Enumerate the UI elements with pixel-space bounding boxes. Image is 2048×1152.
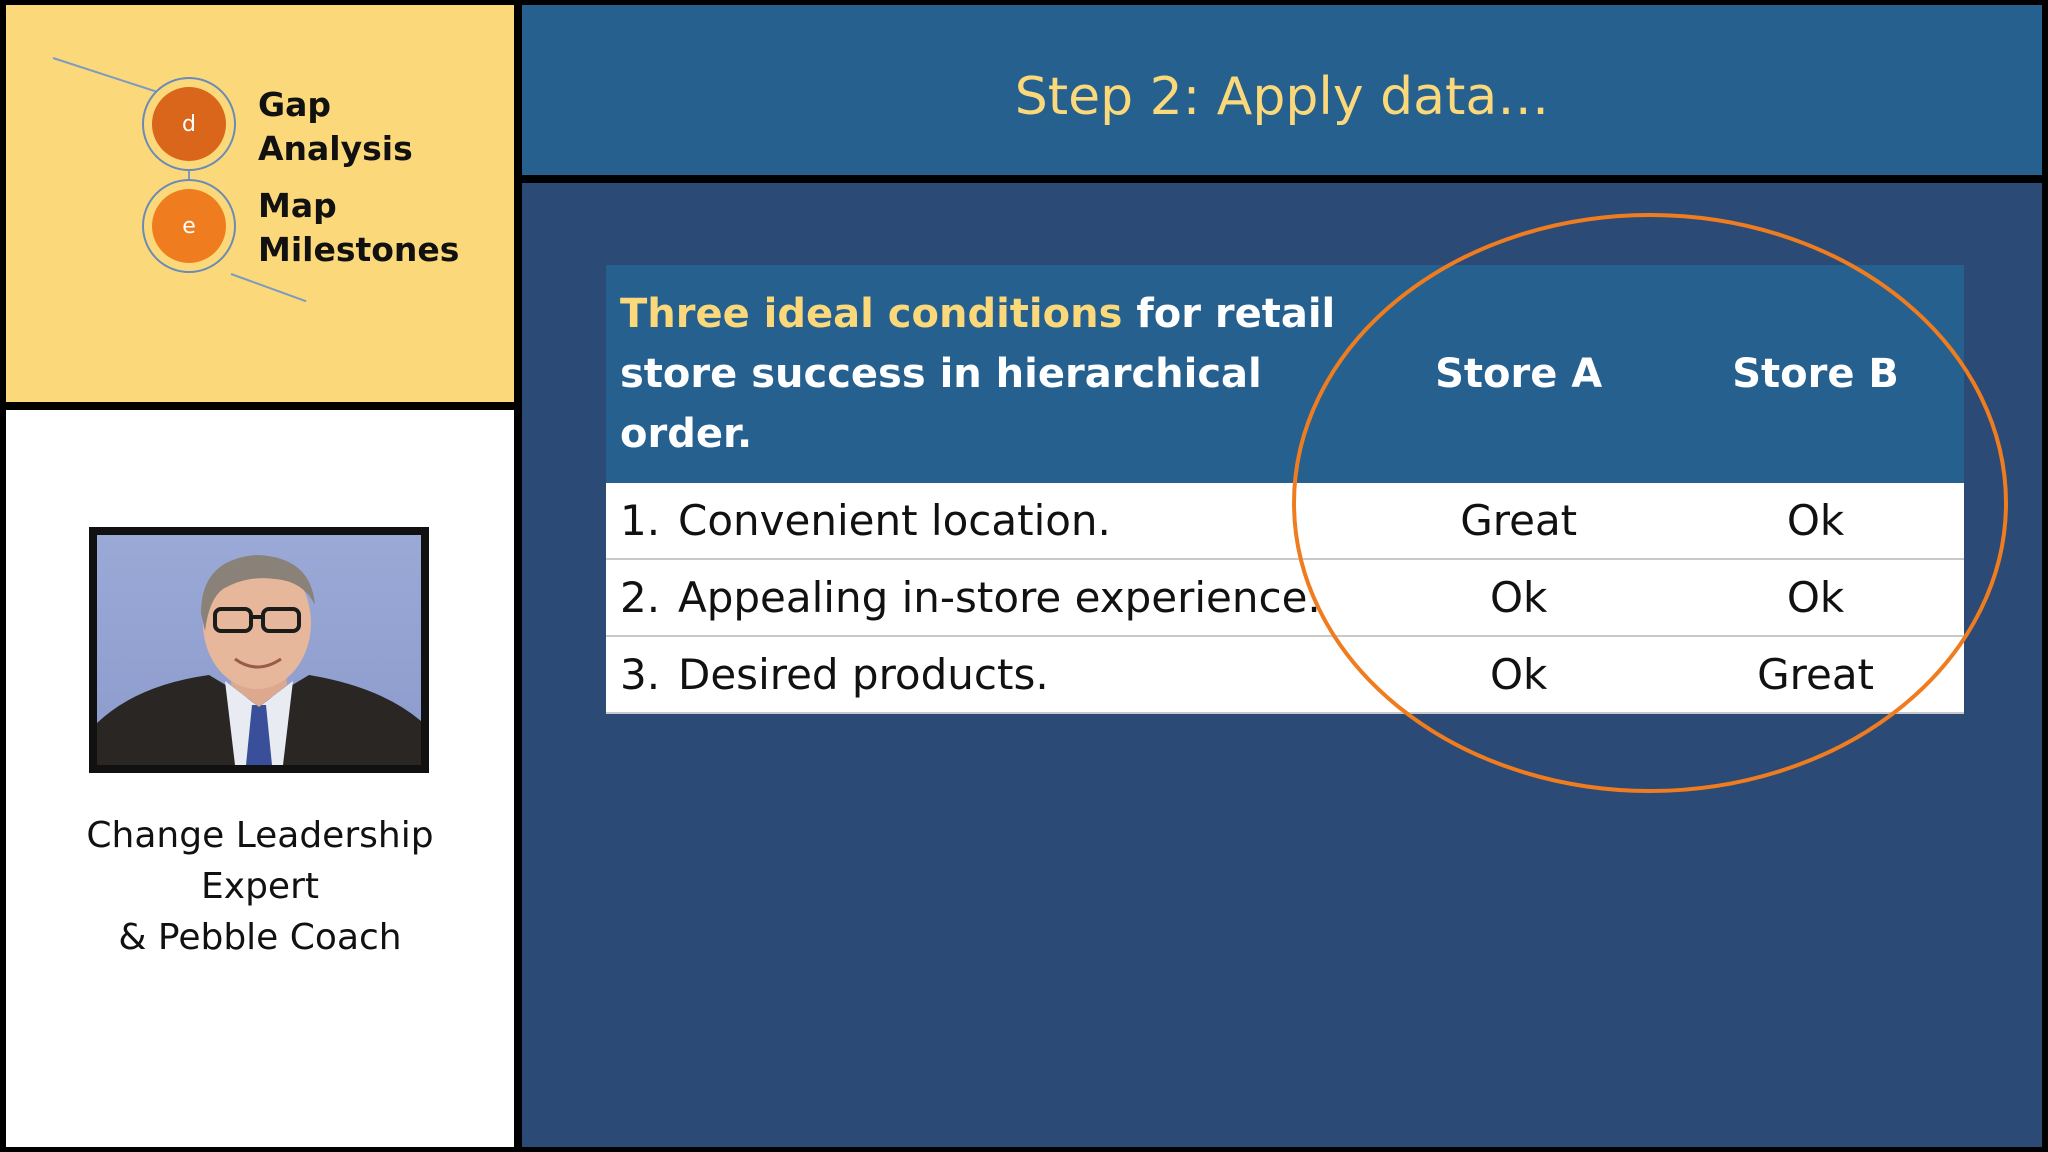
presenter-photo-frame [89,527,429,773]
condition-text: Appealing in-store experience. [678,573,1321,622]
store-a-rating: Ok [1370,636,1668,714]
condition-cell: 1. Convenient location. [606,483,1371,560]
presenter-portrait-graphic [97,555,421,765]
condition-text: Convenient location. [678,496,1111,545]
condition-text: Desired products. [678,650,1049,699]
condition-cell: 2. Appealing in-store experience. [606,559,1371,637]
presenter-panel: Change Leadership Expert & Pebble Coach [6,410,514,1147]
presenter-caption: Change Leadership Expert & Pebble Coach [86,815,434,958]
condition-cell: 3. Desired products. [606,636,1371,714]
step-gap-analysis-label: Gap Analysis [258,85,413,168]
header-conditions-rest: for retail store success in hierarchical… [620,291,1336,457]
slide-title-bar: Step 2: Apply data… [522,5,2042,175]
header-conditions: Three ideal conditions for retail store … [606,265,1371,483]
row-number: 3. [620,650,661,699]
connector-line-bottom [230,273,307,303]
header-conditions-highlight: Three ideal conditions [620,291,1123,337]
step-map-milestones: e [142,179,236,273]
header-store-a: Store A [1370,265,1668,483]
slide-title: Step 2: Apply data… [1014,67,1550,127]
step-gap-analysis: d [142,77,236,171]
store-b-rating: Great [1667,636,1964,714]
table-header-row: Three ideal conditions for retail store … [606,265,1964,483]
step-map-milestones-label: Map Milestones [258,186,460,269]
table-row: 1. Convenient location. Great Ok [606,483,1964,560]
row-number: 1. [620,496,661,545]
store-b-rating: Ok [1667,483,1964,560]
row-number: 2. [620,573,661,622]
step-e-badge: e [152,189,226,263]
navigation-panel: d Gap Analysis e Map Milestones [6,5,514,402]
slide-content: Three ideal conditions for retail store … [522,183,2042,1147]
table-row: 2. Appealing in-store experience. Ok Ok [606,559,1964,637]
store-b-rating: Ok [1667,559,1964,637]
presenter-photo [97,535,421,765]
store-a-rating: Ok [1370,559,1668,637]
store-a-rating: Great [1370,483,1668,560]
header-store-b: Store B [1667,265,1964,483]
step-d-badge: d [152,87,226,161]
store-comparison-table: Three ideal conditions for retail store … [606,265,1964,714]
table-row: 3. Desired products. Ok Great [606,636,1964,714]
